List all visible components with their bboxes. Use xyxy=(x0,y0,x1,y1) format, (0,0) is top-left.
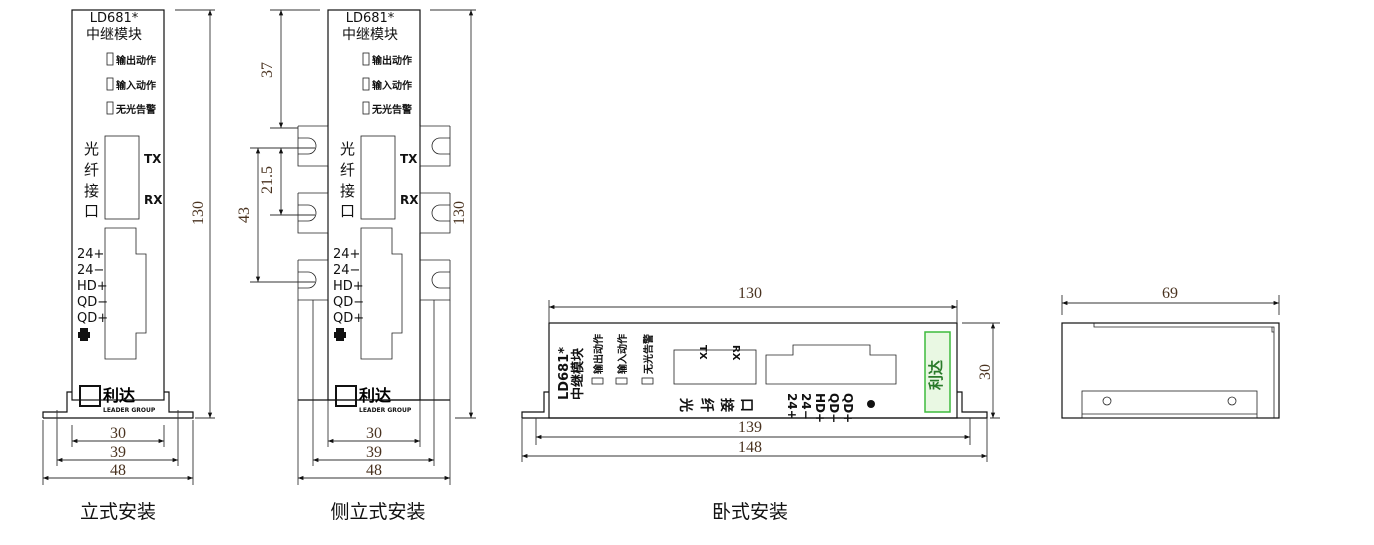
side-view: 69 xyxy=(1061,285,1280,419)
svg-text:QD+: QD+ xyxy=(841,393,855,423)
dim-39: 39 xyxy=(366,444,382,461)
logo xyxy=(924,331,951,413)
rx-label: RX xyxy=(730,345,741,361)
fiber-port xyxy=(673,349,757,385)
dim-37: 37 xyxy=(259,62,276,78)
dim-48: 48 xyxy=(110,462,126,479)
dim-43: 43 xyxy=(236,207,253,223)
logo-sub: LEADER GROUP xyxy=(103,407,156,414)
caption-horizontal: 卧式安装 xyxy=(712,501,788,523)
dim-height: 130 xyxy=(451,201,468,225)
dim-139: 139 xyxy=(738,419,762,436)
screw-hole xyxy=(1227,396,1237,406)
svg-text:口: 口 xyxy=(738,398,754,412)
side-vertical-view: LEADER GROUP 37 21.5 43 130 30 39 48 侧立式… xyxy=(236,9,476,523)
terminal-block xyxy=(765,344,897,385)
dim-30: 30 xyxy=(366,425,382,442)
svg-text:HD+: HD+ xyxy=(813,393,827,423)
dim-21-5: 21.5 xyxy=(259,166,276,194)
svg-text:无光告警: 无光告警 xyxy=(642,334,655,375)
ground-icon xyxy=(867,400,875,408)
horizontal-view: LD681* 中继模块 输出动作 输入动作 无光告警 TX RX 光 纤 接 口… xyxy=(521,285,1000,523)
dim-148: 148 xyxy=(738,439,762,456)
led-group: 输出动作 输入动作 无光告警 xyxy=(591,334,655,385)
svg-text:纤: 纤 xyxy=(698,398,715,412)
svg-text:输入动作: 输入动作 xyxy=(616,334,629,374)
tx-label: TX xyxy=(697,345,708,360)
module-body-side xyxy=(1061,322,1280,419)
module-name: 中继模块 xyxy=(570,347,586,400)
dim-69: 69 xyxy=(1162,285,1178,302)
svg-text:24+: 24+ xyxy=(785,393,799,420)
svg-text:接: 接 xyxy=(718,398,735,412)
svg-text:利达: 利达 xyxy=(927,360,945,390)
dim-39: 39 xyxy=(110,444,126,461)
model-label: LD681* xyxy=(557,347,572,400)
svg-text:QD−: QD− xyxy=(827,393,841,423)
logo-sub: LEADER GROUP xyxy=(359,407,412,414)
svg-text:24−: 24− xyxy=(799,393,813,420)
svg-text:输出动作: 输出动作 xyxy=(592,334,605,374)
mount-plate xyxy=(1081,390,1258,419)
caption-vertical: 立式安装 xyxy=(80,501,156,523)
svg-text:光: 光 xyxy=(677,397,694,412)
caption-side-vertical: 侧立式安装 xyxy=(330,501,425,523)
screw-hole xyxy=(1102,396,1112,406)
vertical-view: LEADER GROUP 130 30 39 48 立式安装 xyxy=(42,9,215,523)
dim-130: 130 xyxy=(738,285,762,302)
dim-48: 48 xyxy=(366,462,382,479)
dim-height: 130 xyxy=(190,201,207,225)
dim-30: 30 xyxy=(977,364,994,380)
mount-flange xyxy=(42,391,194,419)
dim-30: 30 xyxy=(110,425,126,442)
